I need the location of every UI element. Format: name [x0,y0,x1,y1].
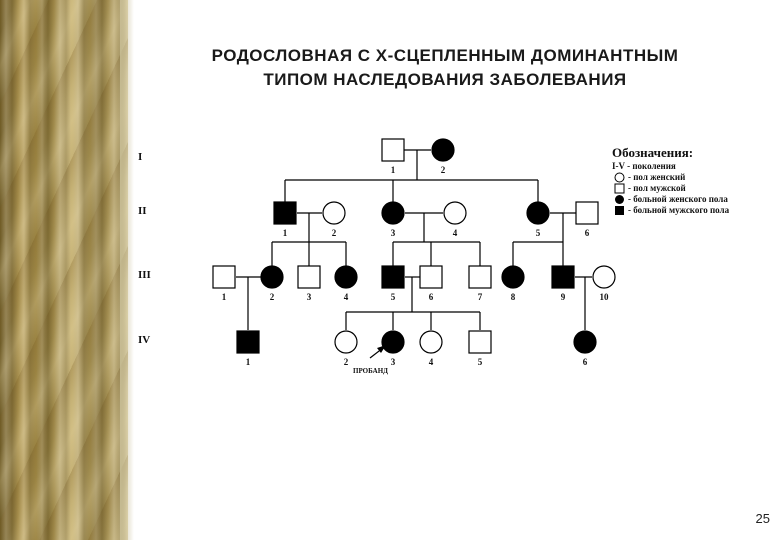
affected-female-circle-III-2 [260,265,284,289]
individual-number-IV-3: 3 [391,357,396,367]
title-line-1: РОДОСЛОВНАЯ С Х-СЦЕПЛЕННЫМ ДОМИНАНТНЫМ [211,46,679,65]
affected-male-square-III-9 [551,265,575,289]
proband-label: ПРОБАНД [353,367,388,375]
legend-row-affected-male: - больной мужского пола [612,205,772,216]
male-square-III-3 [297,265,321,289]
slide-title: РОДОСЛОВНАЯ С Х-СЦЕПЛЕННЫМ ДОМИНАНТНЫМ Т… [130,44,760,92]
page-number: 25 [755,511,770,526]
square-filled-icon [612,205,626,216]
individual-number-I-2: 2 [441,165,446,175]
affected-female-circle-III-4 [334,265,358,289]
individual-number-I-1: 1 [391,165,396,175]
individual-number-IV-2: 2 [344,357,349,367]
legend-row-generations: I-V - поколения [612,161,772,172]
individual-number-III-9: 9 [561,292,566,302]
pedigree-lines [236,149,592,359]
circle-open-icon [612,172,626,183]
title-line-2: ТИПОМ НАСЛЕДОВАНИЯ ЗАБОЛЕВАНИЯ [263,70,627,89]
legend-title: Обозначения: [612,145,694,160]
individual-number-III-3: 3 [307,292,312,302]
individual-number-II-6: 6 [585,228,590,238]
individual-number-IV-6: 6 [583,357,588,367]
legend-row-affected-female: - больной женского пола [612,194,772,205]
female-circle-II-4 [443,201,467,225]
affected-female-circle-I-2 [431,138,455,162]
individual-number-III-4: 4 [344,292,349,302]
circle-filled-icon [612,194,626,205]
gen-label-II: II [138,205,147,217]
legend-row-female: - пол женский [612,172,772,183]
individual-number-II-4: 4 [453,228,458,238]
male-square-II-6 [575,201,599,225]
decorative-left-band [0,0,128,540]
female-circle-IV-4 [419,330,443,354]
legend-text: I-V - поколения [612,161,676,171]
male-square-III-6 [419,265,443,289]
individual-number-III-5: 5 [391,292,396,302]
legend-row-male: - пол мужской [612,183,772,194]
female-circle-II-2 [322,201,346,225]
legend: Обозначения: I-V - поколения - пол женск… [612,145,772,216]
affected-male-square-II-1 [273,201,297,225]
female-circle-III-10 [592,265,616,289]
legend-text: - пол женский [628,172,686,182]
decorative-left-fade [120,0,134,540]
male-square-III-1 [212,265,236,289]
gen-label-IV: IV [138,334,150,346]
affected-male-square-III-5 [381,265,405,289]
gen-label-III: III [138,269,151,281]
individual-number-IV-4: 4 [429,357,434,367]
affected-female-circle-III-8 [501,265,525,289]
individual-number-III-7: 7 [478,292,483,302]
male-square-I-1 [381,138,405,162]
affected-male-square-IV-1 [236,330,260,354]
individual-number-II-2: 2 [332,228,337,238]
affected-female-circle-II-3 [381,201,405,225]
affected-female-circle-IV-6 [573,330,597,354]
individual-number-III-8: 8 [511,292,516,302]
individual-number-II-5: 5 [536,228,541,238]
female-circle-IV-2 [334,330,358,354]
individual-number-III-1: 1 [222,292,227,302]
legend-text: - пол мужской [628,183,686,193]
individual-number-III-2: 2 [270,292,275,302]
pedigree-symbols: 1 2 1 2 3 4 5 6 1 2 3 4 5 6 7 8 9 10 1 2 3 4 5 6 [212,138,616,367]
gen-label-I: I [138,151,142,163]
individual-number-III-10: 10 [600,292,610,302]
male-square-III-7 [468,265,492,289]
male-square-IV-5 [468,330,492,354]
legend-text: - больной мужского пола [628,205,730,215]
individual-number-IV-1: 1 [246,357,251,367]
generation-labels: I II III IV [138,151,151,346]
individual-number-II-1: 1 [283,228,288,238]
square-open-icon [612,183,626,194]
legend-text: - больной женского пола [628,194,728,204]
individual-number-III-6: 6 [429,292,434,302]
individual-number-IV-5: 5 [478,357,483,367]
individual-number-II-3: 3 [391,228,396,238]
affected-female-circle-IV-3 [381,330,405,354]
affected-female-circle-II-5 [526,201,550,225]
